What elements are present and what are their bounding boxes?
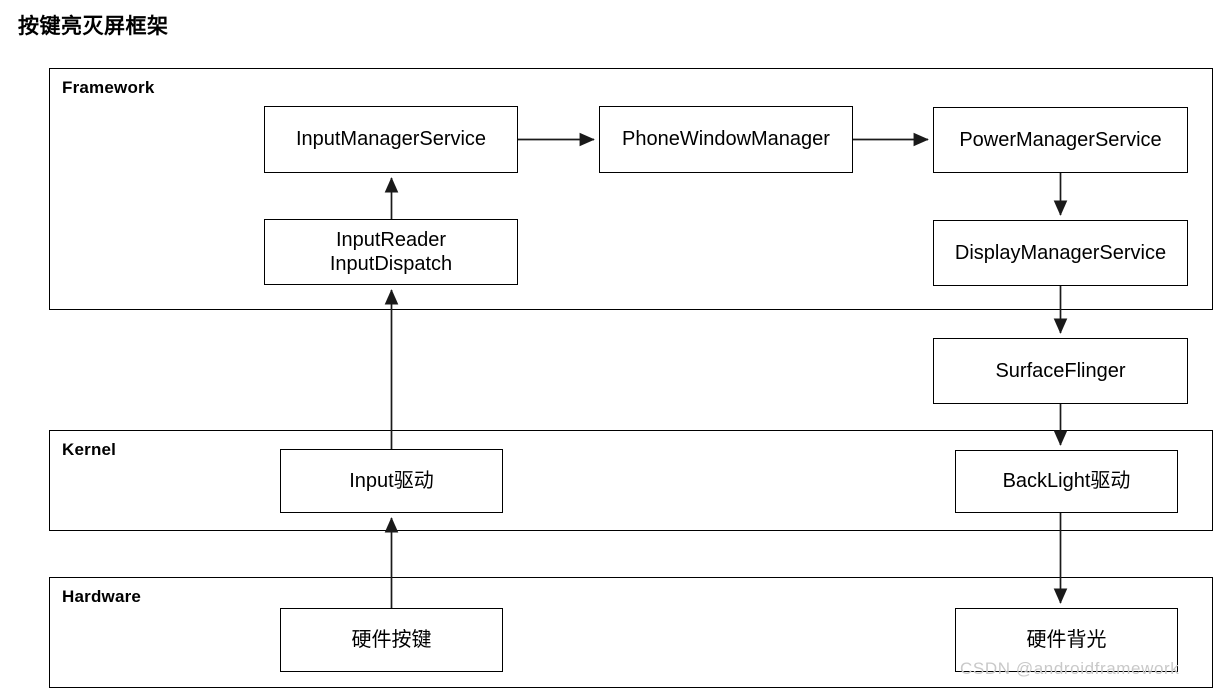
layer-kernel-label: Kernel	[62, 440, 117, 459]
node-input-driver[interactable]: Input驱动	[280, 449, 503, 513]
node-power-manager-service[interactable]: PowerManagerService	[933, 107, 1188, 173]
node-display-manager-service[interactable]: DisplayManagerService	[933, 220, 1188, 286]
node-input-manager-service[interactable]: InputManagerService	[264, 106, 518, 173]
layer-framework: Framework	[49, 68, 1213, 310]
layer-framework-label: Framework	[62, 78, 155, 97]
watermark: CSDN @androidframework	[960, 659, 1180, 678]
layer-kernel: Kernel	[49, 430, 1213, 531]
layer-hardware-label: Hardware	[62, 587, 142, 606]
node-input-reader-dispatch[interactable]: InputReader InputDispatch	[264, 219, 518, 285]
node-surface-flinger[interactable]: SurfaceFlinger	[933, 338, 1188, 404]
node-backlight-driver[interactable]: BackLight驱动	[955, 450, 1178, 513]
node-hardware-backlight[interactable]: 硬件背光	[955, 608, 1178, 672]
node-phone-window-manager[interactable]: PhoneWindowManager	[599, 106, 853, 173]
node-hardware-key[interactable]: 硬件按键	[280, 608, 503, 672]
page-title: 按键亮灭屏框架	[18, 14, 169, 38]
